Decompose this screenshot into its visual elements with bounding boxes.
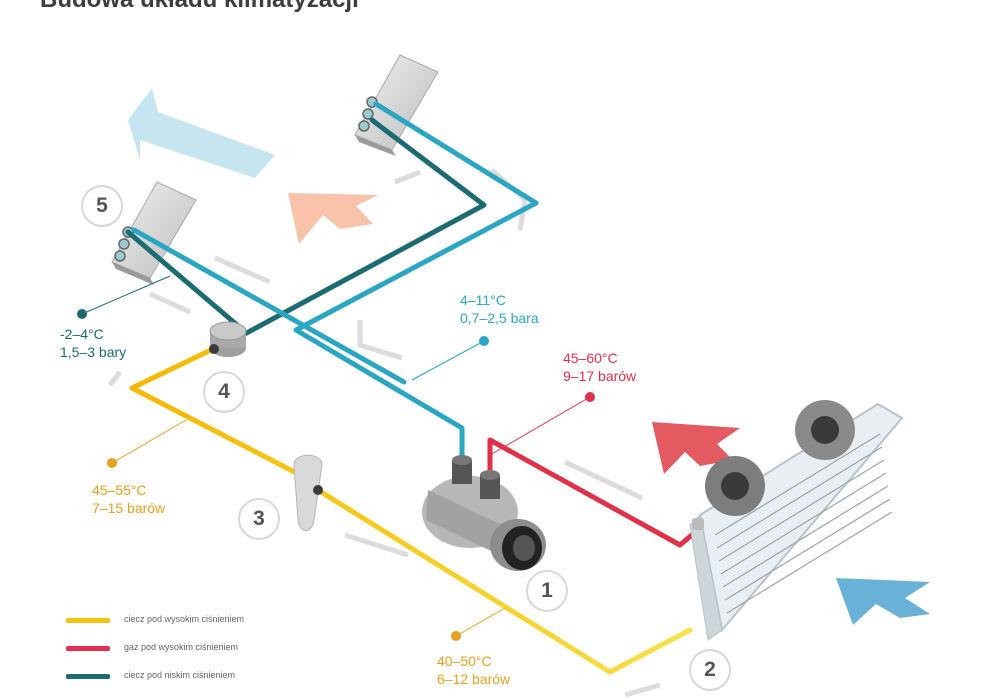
legend-label: ciecz pod wysokim ciśnieniem: [124, 614, 245, 624]
reading-temp: -2–4°C: [60, 326, 104, 342]
reading-pressure: 7–15 barów: [92, 500, 166, 516]
reading-blue: 4–11°C 0,7–2,5 bara: [460, 291, 539, 327]
reading-teal: -2–4°C 1,5–3 bary: [60, 325, 126, 361]
legend-swatch: [66, 674, 110, 679]
component-number-5: 5: [81, 185, 123, 227]
component-number-1: 1: [526, 570, 568, 612]
reading-pressure: 9–17 barów: [563, 368, 637, 384]
reading-yellow-bottom: 40–50°C 6–12 barów: [437, 652, 510, 688]
compressor: [422, 455, 546, 571]
high-pressure-gas-pipe: [487, 437, 703, 548]
evaporator-unit: [111, 54, 439, 285]
warm-air-arrow-icon: [288, 193, 378, 244]
component-number-4: 4: [203, 371, 245, 413]
reading-red: 45–60°C 9–17 barów: [563, 349, 636, 385]
reading-pressure: 1,5–3 bary: [60, 344, 127, 360]
reading-pressure: 6–12 barów: [437, 671, 511, 687]
hot-air-arrow-icon: [652, 422, 740, 474]
reading-pressure: 0,7–2,5 bara: [460, 310, 539, 326]
page-title: Budowa układu klimatyzacji: [40, 0, 359, 14]
reading-markers: [77, 275, 595, 641]
reading-temp: 40–50°C: [437, 653, 492, 669]
low-pressure-gas-pipe: [131, 101, 539, 466]
reading-temp: 45–60°C: [563, 350, 618, 366]
legend-swatch: [66, 646, 110, 651]
reading-temp: 4–11°C: [460, 292, 506, 308]
receiver-drier: [209, 321, 247, 357]
low-pressure-liquid-pipe: [125, 117, 487, 346]
legend-swatch: [66, 618, 110, 623]
expansion-valve: [293, 454, 323, 531]
legend-label: gaz pod wysokim ciśnieniem: [124, 642, 239, 652]
component-number-3: 3: [238, 498, 280, 540]
legend-label: ciecz pod niskim ciśnieniem: [124, 670, 236, 680]
reading-temp: 45–55°C: [92, 482, 147, 498]
component-number-2: 2: [689, 649, 731, 691]
fan-icon: [705, 400, 855, 516]
cold-air-arrow-icon: [128, 88, 275, 178]
incoming-air-arrow-icon: [836, 578, 930, 625]
reading-yellow-left: 45–55°C 7–15 barów: [92, 481, 165, 517]
